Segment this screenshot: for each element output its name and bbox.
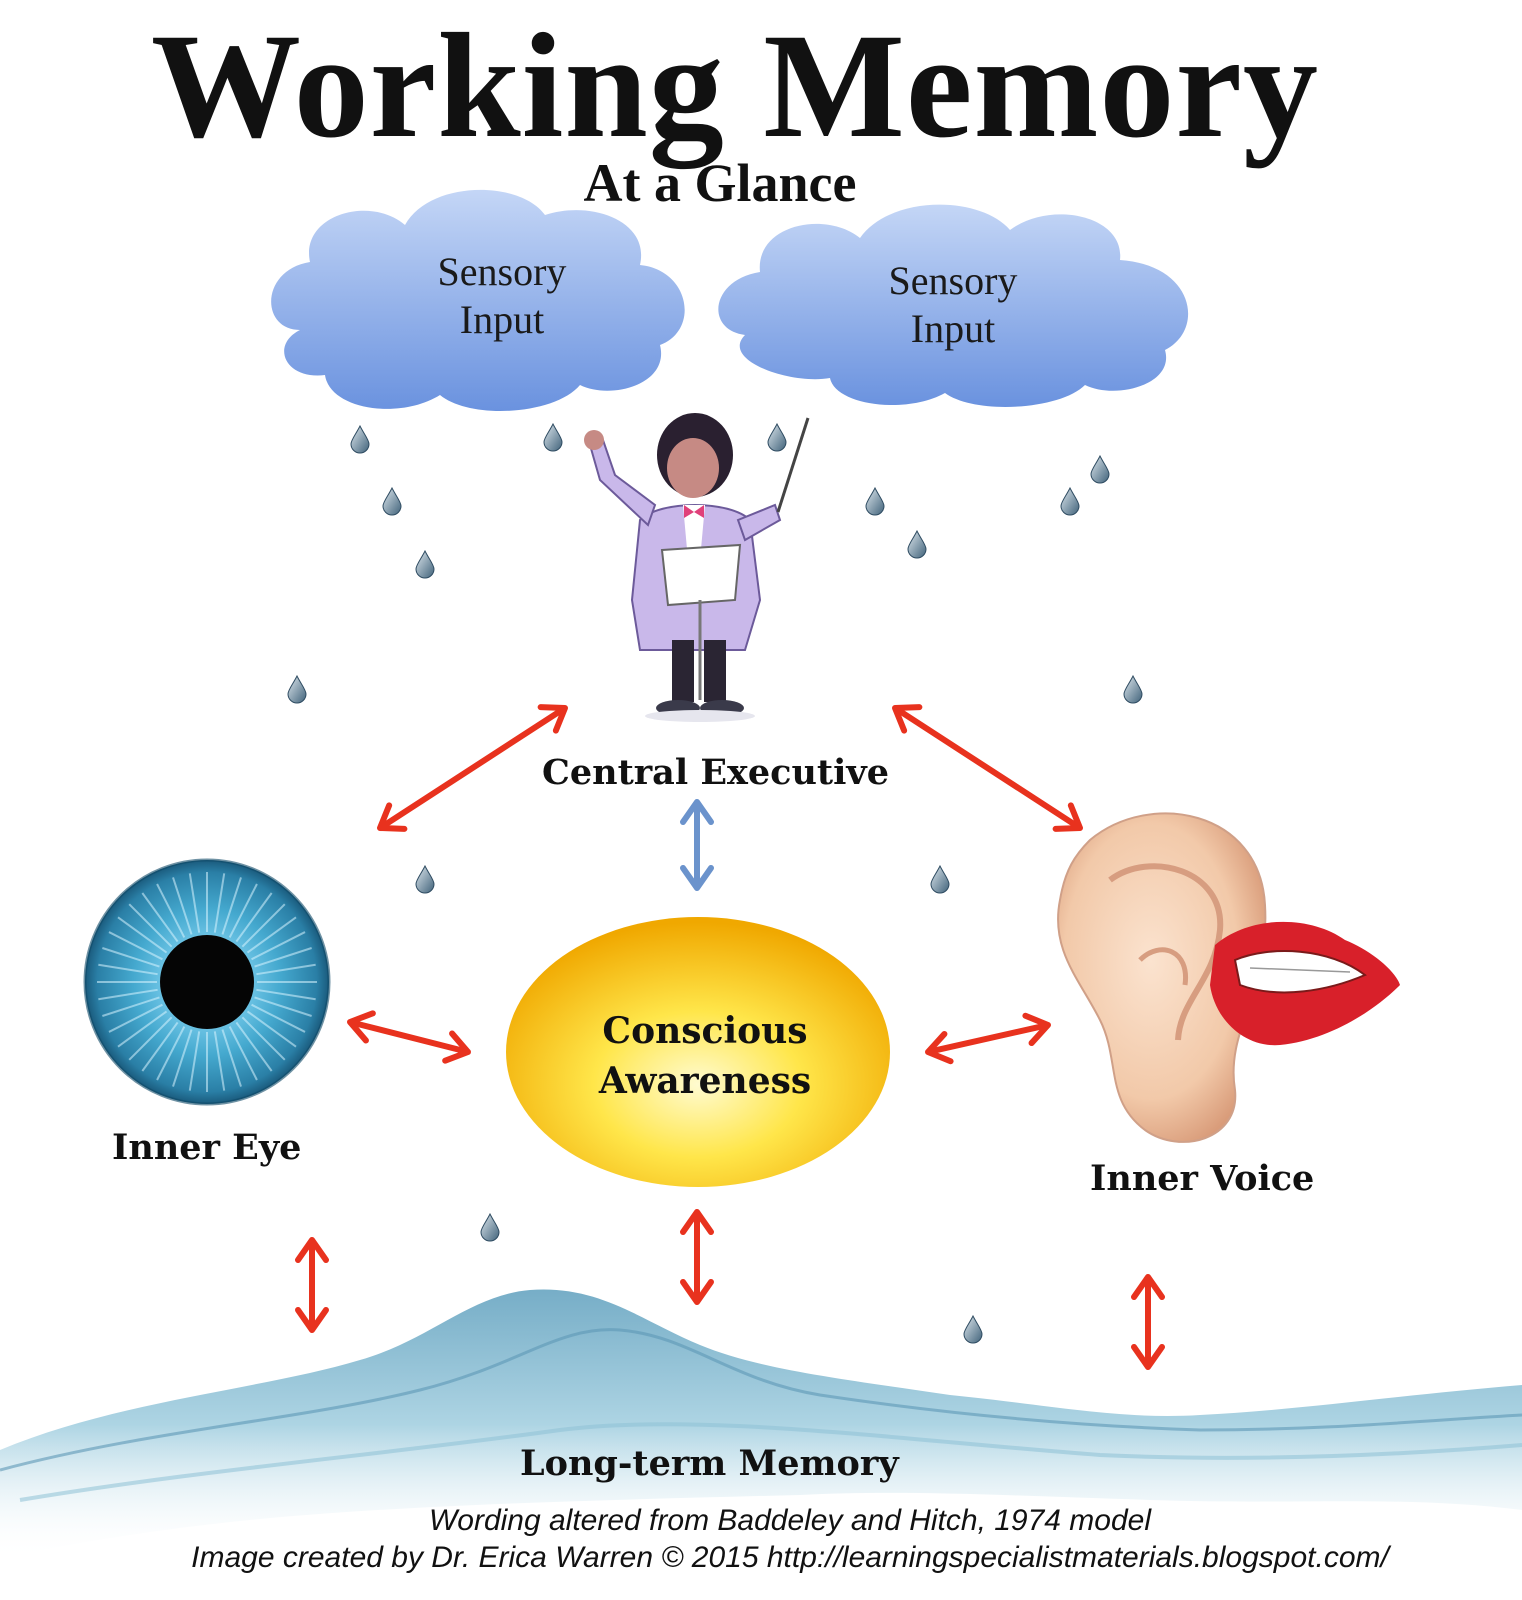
raindrops: [287, 422, 1143, 1344]
raindrop-12: [930, 864, 950, 894]
inner-eye-graphic: [83, 858, 331, 1106]
arrow-awareness-memory: [680, 1209, 714, 1305]
conductor-figure: [584, 413, 810, 722]
sensory-input-cloud-left: [271, 189, 685, 412]
inner-voice-graphic: [1057, 812, 1400, 1143]
arrow-executive-voice: [892, 704, 1083, 832]
raindrop-9: [287, 674, 307, 704]
arrow-awareness-voice: [925, 1012, 1051, 1065]
arrow-executive-awareness: [680, 799, 714, 891]
arrow-voice-memory: [1131, 1274, 1165, 1370]
arrow-eye-executive: [377, 704, 568, 832]
raindrop-0: [350, 424, 370, 454]
page-title: Working Memory: [150, 3, 1319, 169]
raindrop-10: [1123, 674, 1143, 704]
cloud-right-label-line1: Sensory: [888, 258, 1018, 303]
raindrop-1: [543, 422, 563, 452]
arrows: [295, 704, 1165, 1370]
cloud-right-label: Sensory Input: [823, 257, 1083, 353]
raindrop-8: [907, 529, 927, 559]
cloud-left-label: Sensory Input: [372, 248, 632, 344]
long-term-memory-label: Long-term Memory: [520, 1443, 899, 1484]
long-term-memory-water: [0, 1289, 1522, 1560]
raindrop-6: [1090, 454, 1110, 484]
conscious-awareness-line1: Conscious: [602, 1010, 808, 1052]
footer-credit-line1: Wording altered from Baddeley and Hitch,…: [428, 1504, 1152, 1537]
conscious-awareness-line2: Awareness: [598, 1060, 812, 1102]
cloud-right-label-line2: Input: [910, 306, 996, 351]
raindrop-7: [415, 549, 435, 579]
arrow-eye-awareness: [347, 1010, 471, 1064]
page-subtitle: At a Glance: [583, 153, 857, 213]
raindrop-11: [415, 864, 435, 894]
inner-voice-label: Inner Voice: [1090, 1158, 1315, 1199]
raindrop-13: [480, 1212, 500, 1242]
conscious-awareness-label: Conscious Awareness: [555, 1006, 855, 1106]
cloud-left-label-line1: Sensory: [437, 249, 567, 294]
sensory-input-cloud-right: [718, 204, 1189, 407]
raindrop-2: [767, 422, 787, 452]
cloud-left-label-line2: Input: [459, 297, 545, 342]
raindrop-5: [1060, 486, 1080, 516]
raindrop-4: [865, 486, 885, 516]
conscious-awareness-orb: [506, 917, 890, 1187]
arrow-eye-memory: [295, 1237, 329, 1333]
footer-credit-line2: Image created by Dr. Erica Warren © 2015…: [191, 1541, 1389, 1574]
raindrop-14: [963, 1314, 983, 1344]
central-executive-label: Central Executive: [542, 752, 889, 793]
raindrop-3: [382, 486, 402, 516]
inner-eye-label: Inner Eye: [112, 1127, 302, 1168]
